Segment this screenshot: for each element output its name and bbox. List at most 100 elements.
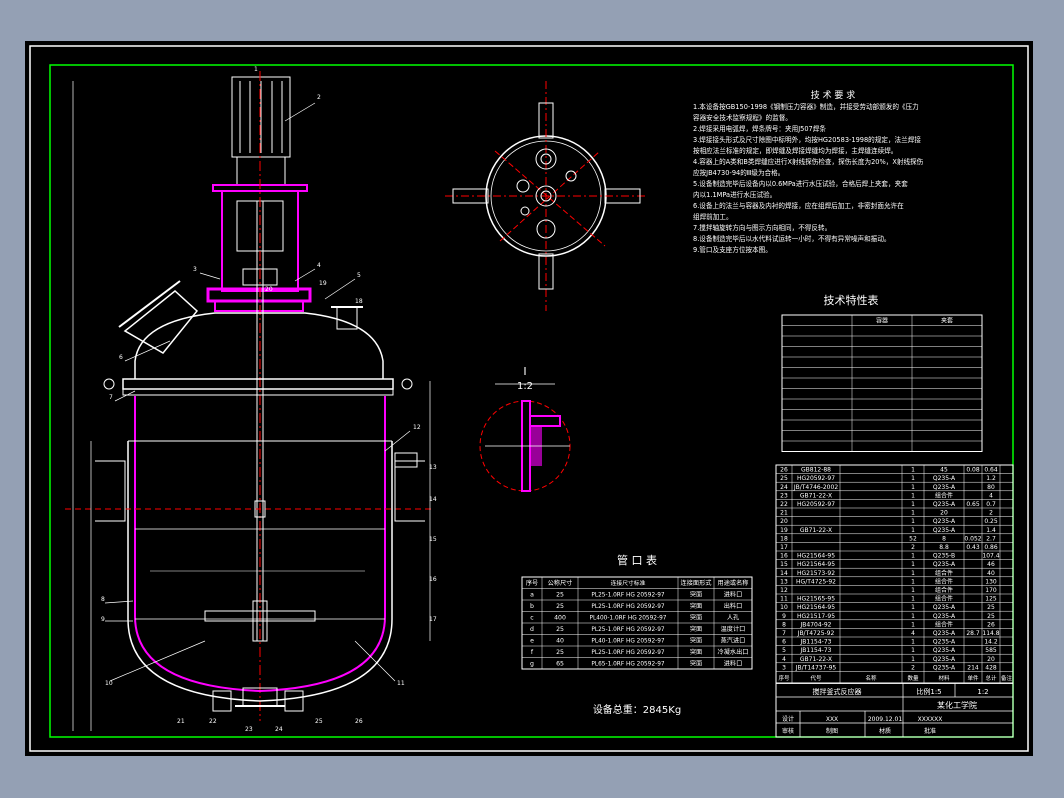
parts-cell: HG21564-95 xyxy=(797,561,835,568)
leader-number: 21 xyxy=(177,718,185,725)
parts-cell: 13 xyxy=(780,578,788,585)
leader-number: 22 xyxy=(209,718,217,725)
parts-cell: Q235-A xyxy=(933,613,956,620)
leader-number: 19 xyxy=(319,280,327,287)
leader-number: 15 xyxy=(429,536,437,543)
parts-cell: 1 xyxy=(911,639,915,646)
parts-cell: 11 xyxy=(780,596,788,603)
nozzle-cell: PL25-1.0RF HG 20592-97 xyxy=(591,604,665,610)
parts-cell: 1 xyxy=(911,604,915,611)
leader-number: 8 xyxy=(101,596,105,603)
nozzle-cell: 65 xyxy=(556,661,564,668)
parts-cell: JB1154-73 xyxy=(800,639,832,646)
parts-cell: 16 xyxy=(780,553,788,560)
parts-cell: 2 xyxy=(989,510,993,517)
lug-top xyxy=(538,102,554,139)
nozzle-cell: PL25-1.0RF HG 20592-97 xyxy=(591,650,665,656)
parts-cell: Q235-A xyxy=(933,561,956,568)
nozzle-cell: 出料口 xyxy=(724,602,743,610)
parts-cell: 0.7 xyxy=(986,501,996,508)
parts-cell: 25 xyxy=(987,613,995,620)
parts-cell: 1 xyxy=(911,621,915,628)
parts-cell: 1 xyxy=(911,527,915,534)
nozzle-cell: 突面 xyxy=(690,614,702,622)
parts-cell: 45 xyxy=(940,467,948,474)
parts-cell: Q235-A xyxy=(933,518,956,525)
leader-number: 16 xyxy=(429,576,437,583)
support-right xyxy=(394,460,425,522)
parts-cell: 20 xyxy=(780,518,788,525)
parts-cell: JB/T4746-2002 xyxy=(793,484,838,491)
leader-number: 7 xyxy=(109,394,113,401)
parts-header: 名称 xyxy=(865,674,877,682)
parts-cell: 26 xyxy=(780,467,788,474)
parts-cell: 23 xyxy=(780,492,788,499)
parts-cell: 125 xyxy=(985,596,997,603)
parts-cell: 1.2 xyxy=(986,475,996,482)
parts-cell: Q235-A xyxy=(933,604,956,611)
nozzle-cell: 25 xyxy=(556,626,564,633)
parts-cell: HG/T4725-92 xyxy=(796,578,836,585)
nozzle-cell: 25 xyxy=(556,603,564,610)
parts-cell: Q235-A xyxy=(933,630,956,637)
parts-cell: 0.65 xyxy=(966,501,980,508)
nozzle-cell: 连接尺寸标准 xyxy=(611,579,646,587)
nozzle-cell: 冷凝水出口 xyxy=(718,648,749,656)
parts-cell: Q235-A xyxy=(933,527,956,534)
parts-cell: 8 xyxy=(782,621,786,628)
parts-cell: 1 xyxy=(911,656,915,663)
tech-req-line: 容器安全技术监察规程》的监督。 xyxy=(693,113,792,122)
parts-header: 数量 xyxy=(907,674,919,682)
lug-left xyxy=(452,188,489,204)
detail-i: I 1:2 xyxy=(479,365,571,492)
parts-cell: 107.4 xyxy=(982,553,999,560)
tech-char-table: 容器夹套 xyxy=(781,314,983,452)
leader-number: 25 xyxy=(315,718,323,725)
nozzle-cell: 突面 xyxy=(690,660,702,668)
nozzle-cell: PL25-1.0RF HG 20592-97 xyxy=(591,593,665,599)
detail-scale: 1:2 xyxy=(517,381,533,392)
parts-cell: HG21573-92 xyxy=(797,570,835,577)
nozzle-cell: 突面 xyxy=(690,625,702,633)
outer-frame xyxy=(29,45,1029,752)
parts-cell: 1.4 xyxy=(986,527,996,534)
parts-cell: 10 xyxy=(780,604,788,611)
tech-req-line: 6.设备上的法兰与容器及内衬的焊接，应在组焊后加工，非密封面允许在 xyxy=(693,201,904,210)
body-flange xyxy=(122,378,394,390)
parts-cell: Q235-A xyxy=(933,484,956,491)
lug-bottom xyxy=(538,253,554,290)
date: 2009.12.01 xyxy=(868,716,903,723)
nozzle-cell: 公称尺寸 xyxy=(548,579,573,587)
parts-cell: 22 xyxy=(780,501,788,508)
parts-cell: 1 xyxy=(911,501,915,508)
nozzle-cell: c xyxy=(530,615,534,622)
nozzle-cell: 连接面形式 xyxy=(681,579,712,587)
nozzle-cell: b xyxy=(530,603,534,610)
parts-cell: 20 xyxy=(940,510,948,517)
leader-number: 6 xyxy=(119,354,123,361)
parts-cell: 1 xyxy=(911,492,915,499)
parts-cell: JB1154-73 xyxy=(800,647,832,654)
parts-cell: 19 xyxy=(780,527,788,534)
drawn-label: 制图 xyxy=(826,727,838,735)
parts-cell: 46 xyxy=(987,561,995,568)
nozzle-cell: 人孔 xyxy=(727,614,739,622)
parts-cell: 0.64 xyxy=(984,467,998,474)
scale-label: 比例1:5 xyxy=(916,687,941,696)
tech-req-line: 应按JB4730-94的Ⅲ级为合格。 xyxy=(693,168,784,177)
leader-number: 17 xyxy=(429,616,437,623)
nozzle-cell: a xyxy=(530,592,534,599)
leader-number: 2 xyxy=(317,94,321,101)
parts-cell: 组合件 xyxy=(935,569,953,577)
parts-cell: 1 xyxy=(911,467,915,474)
parts-cell: 5 xyxy=(782,647,786,654)
parts-cell: 170 xyxy=(985,587,997,594)
parts-cell: 15 xyxy=(780,561,788,568)
nozzle-cell: 突面 xyxy=(690,602,702,610)
nozzle-cell: 进料口 xyxy=(724,660,743,668)
parts-cell: 214 xyxy=(967,664,979,671)
parts-cell: 12 xyxy=(780,587,788,594)
parts-cell: 17 xyxy=(780,544,788,551)
leader-number: 23 xyxy=(245,726,253,733)
